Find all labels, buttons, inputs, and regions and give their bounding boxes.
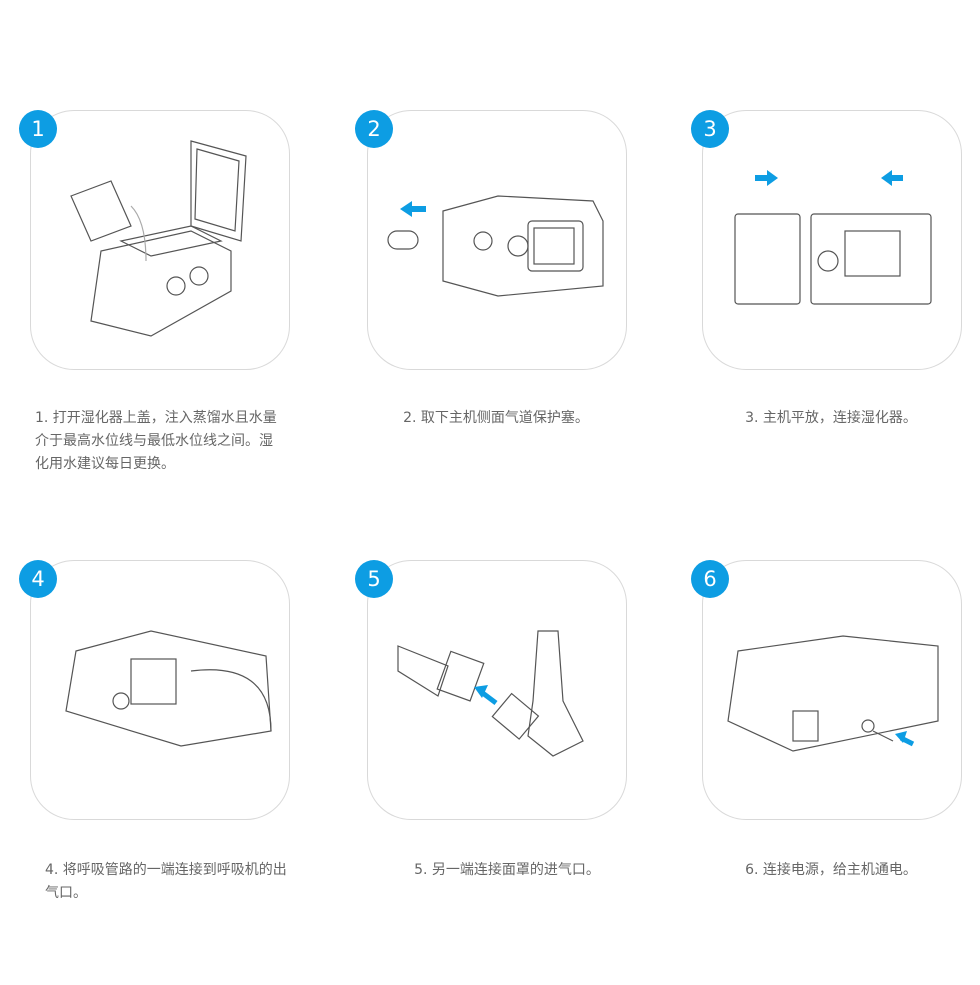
- step-2-caption: 2. 取下主机侧面气道保护塞。: [403, 410, 589, 426]
- step-5-caption: 5. 另一端连接面罩的进气口。: [414, 862, 600, 878]
- step-4-caption: 4. 将呼吸管路的一端连接到呼吸机的出气口。: [45, 862, 287, 901]
- step-3-card: [702, 110, 962, 370]
- remove-plug-illustration: [387, 195, 604, 297]
- step-5-card: [367, 560, 627, 820]
- step-5-badge: 5: [355, 560, 393, 598]
- connect-mask-illustration: [397, 630, 584, 757]
- step-4-badge: 4: [19, 560, 57, 598]
- step-2-card: [367, 110, 627, 370]
- humidifier-fill-illustration: [70, 140, 247, 337]
- step-6-badge: 6: [691, 560, 729, 598]
- step-6-caption: 6. 连接电源，给主机通电。: [745, 862, 917, 878]
- step-3-badge: 3: [691, 110, 729, 148]
- step-1-badge: 1: [19, 110, 57, 148]
- connect-tube-illustration: [65, 630, 272, 747]
- step-1-caption: 1. 打开湿化器上盖，注入蒸馏水且水量介于最高水位线与最低水位线之间。湿化用水建…: [35, 410, 277, 472]
- connect-power-illustration: [727, 635, 939, 752]
- step-3-caption: 3. 主机平放，连接湿化器。: [745, 410, 917, 426]
- step-4-card: [30, 560, 290, 820]
- step-6-card: [702, 560, 962, 820]
- step-1-card: [30, 110, 290, 370]
- connect-humidifier-illustration: [734, 170, 932, 305]
- step-2-badge: 2: [355, 110, 393, 148]
